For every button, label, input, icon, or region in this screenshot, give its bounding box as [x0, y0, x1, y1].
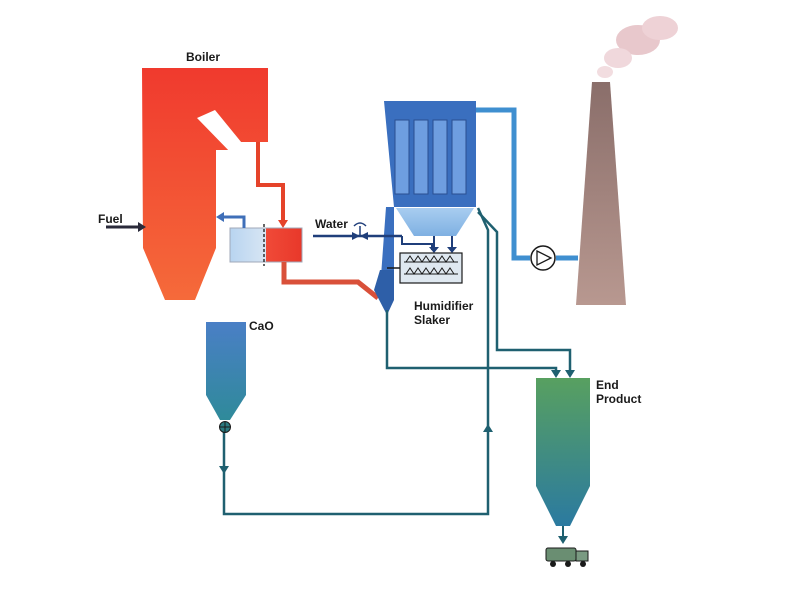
- fan-icon: [530, 245, 556, 271]
- flow-arrow-icon: [565, 370, 575, 378]
- fuel-inlet-arrow: [106, 222, 146, 232]
- truck-icon: [545, 547, 589, 567]
- cao-label: CaO: [249, 319, 274, 333]
- clean-gas-duct: [476, 107, 530, 261]
- boiler-nose: [197, 110, 246, 156]
- flow-arrow-icon: [219, 466, 229, 474]
- water-label: Water: [315, 217, 348, 231]
- end-product-silo: [536, 378, 590, 526]
- reactor-to-product-line: [385, 310, 558, 374]
- end-product-label-line1: End: [596, 378, 619, 392]
- flow-arrow-icon: [278, 220, 288, 228]
- filter-bag-1: [394, 119, 410, 195]
- filter-hopper: [396, 208, 474, 236]
- end-product-label-line2: Product: [596, 392, 642, 406]
- flow-arrow-icon: [429, 247, 439, 253]
- flow-arrow-icon: [216, 212, 224, 222]
- recirculation-line: [222, 207, 490, 516]
- chimney-stack: [576, 82, 626, 305]
- reactor-duct: [374, 270, 394, 315]
- cao-silo: [206, 322, 246, 420]
- flow-arrow-icon: [447, 247, 457, 253]
- flow-arrow-icon: [483, 424, 493, 432]
- combustion-air-pipe: [220, 215, 246, 228]
- rotary-feeder-icon: [219, 421, 231, 433]
- humidifier-label: Humidifier: [414, 299, 474, 313]
- air-preheater: [229, 227, 303, 263]
- boiler: [142, 68, 268, 300]
- fuel-label: Fuel: [98, 212, 123, 226]
- flow-arrow-icon: [551, 370, 561, 378]
- smoke-cloud: [597, 16, 678, 78]
- slaker-label: Slaker: [414, 313, 451, 327]
- filter-bag-2: [413, 119, 429, 195]
- flue-gas-duct: [281, 262, 380, 300]
- slaker-paddles: [404, 255, 458, 275]
- filter-to-product-line: [477, 211, 572, 374]
- filter-bag-3: [432, 119, 448, 195]
- water-to-slaker-line: [401, 236, 433, 250]
- filter-bag-4: [451, 119, 467, 195]
- flow-arrow-icon: [558, 536, 568, 544]
- boiler-label: Boiler: [186, 50, 221, 64]
- valve-icon: [352, 222, 368, 240]
- flue-gas-pipe-boiler: [256, 142, 285, 224]
